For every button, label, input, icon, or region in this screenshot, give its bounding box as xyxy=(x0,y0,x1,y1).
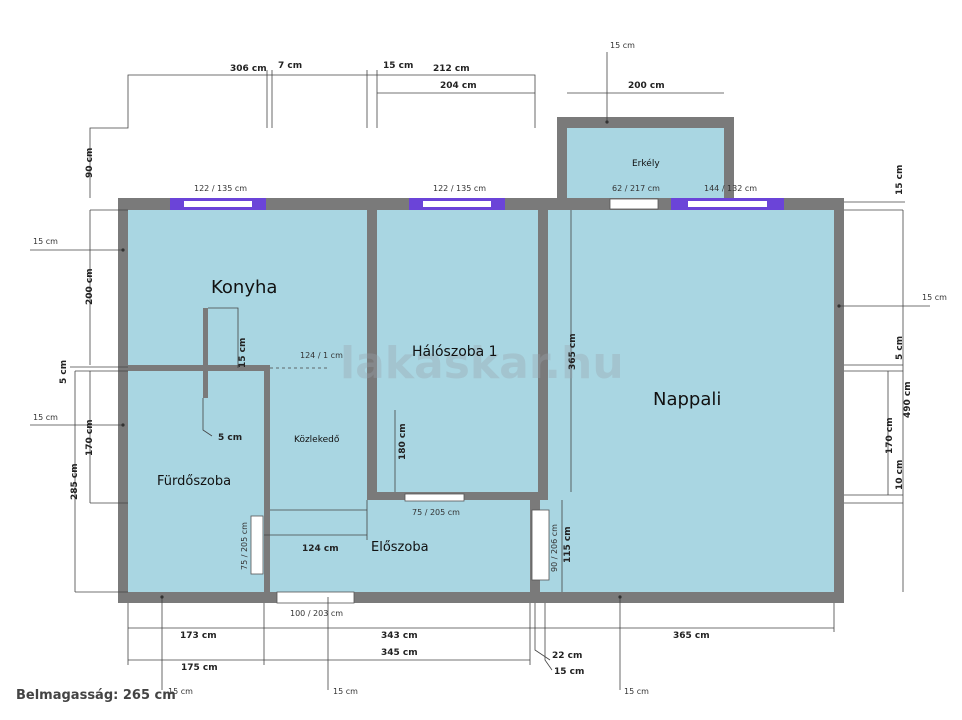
wall-erkely-right xyxy=(724,117,734,198)
dim-b-365: 365 cm xyxy=(673,631,710,641)
wall-halo-left xyxy=(367,210,377,500)
window-halo-label: 122 / 135 cm xyxy=(433,184,486,193)
fill-main xyxy=(128,210,834,592)
dim-r-490: 490 cm xyxy=(903,381,913,418)
opening-label: 124 / 1 cm xyxy=(300,351,343,360)
dim-b-345: 345 cm xyxy=(381,648,418,658)
dim-h-365: 365 cm xyxy=(568,333,578,370)
dot-right xyxy=(837,304,841,308)
dot-bottom-b xyxy=(618,595,622,599)
wall-erkely-top xyxy=(557,117,734,128)
dim-b-15a: 15 cm xyxy=(554,667,584,677)
door-furdo-label: 75 / 205 cm xyxy=(240,522,249,570)
wall-erkely-left xyxy=(557,117,567,198)
door-halo xyxy=(404,493,465,502)
room-konyha-label: Konyha xyxy=(211,277,277,298)
dim-k-5: 5 cm xyxy=(218,433,242,443)
wall-halo-right xyxy=(538,210,548,500)
doors xyxy=(250,198,659,604)
window-nappali-glass xyxy=(688,201,767,207)
dim-r-10: 10 cm xyxy=(895,460,905,490)
dim-b-15d: 15 cm xyxy=(624,687,649,696)
watermark: lakaskar.hu xyxy=(340,338,624,389)
dim-e-124: 124 cm xyxy=(302,544,339,554)
dot-left-b xyxy=(121,423,125,427)
dim-top-200: 200 cm xyxy=(628,81,665,91)
door-furdo xyxy=(250,515,264,575)
fill-erkely xyxy=(567,128,724,198)
top-outline xyxy=(89,74,536,198)
room-halo-label: Hálószoba 1 xyxy=(412,344,498,360)
dim-top-306: 306 cm xyxy=(230,64,267,74)
dim-r-15a: 15 cm xyxy=(895,165,905,195)
door-halo-label: 75 / 205 cm xyxy=(412,508,460,517)
wall-outer-left xyxy=(118,198,128,603)
room-eloszoba-label: Előszoba xyxy=(371,540,429,555)
wall-outer-right xyxy=(834,198,844,603)
dimension-lines xyxy=(30,52,930,690)
dim-k-15: 15 cm xyxy=(238,338,248,368)
window-halo-glass xyxy=(423,201,491,207)
dim-left-90: 90 cm xyxy=(85,148,95,178)
dim-b-15b: 15 cm xyxy=(168,687,193,696)
konyha-5-leader xyxy=(202,398,213,437)
door-entry xyxy=(276,591,355,604)
dim-left-5: 5 cm xyxy=(59,360,69,384)
dim-r-170: 170 cm xyxy=(885,417,895,454)
room-kozlekedo-label: Közlekedő xyxy=(294,435,340,445)
dim-left-170: 170 cm xyxy=(85,419,95,456)
dim-left-15a: 15 cm xyxy=(33,237,58,246)
dim-top-212: 212 cm xyxy=(433,64,470,74)
dim-left-285: 285 cm xyxy=(70,463,80,500)
marker-dots xyxy=(121,120,841,599)
wall-furdo-top xyxy=(128,365,270,371)
dim-top-204: 204 cm xyxy=(440,81,477,91)
room-fills xyxy=(128,128,834,592)
window-konyha-glass xyxy=(184,201,252,207)
door-erkely-label: 62 / 217 cm xyxy=(612,184,660,193)
room-erkely-label: Erkély xyxy=(632,158,660,169)
door-entry-label: 100 / 203 cm xyxy=(290,609,343,618)
bottom-22-leader xyxy=(534,603,551,661)
dim-left-15b: 15 cm xyxy=(33,413,58,422)
dot-left-a xyxy=(121,248,125,252)
windows xyxy=(170,198,784,210)
dot-erkely xyxy=(605,120,609,124)
dim-left-200: 200 cm xyxy=(85,268,95,305)
dim-r-5: 5 cm xyxy=(895,336,905,360)
door-nappali-label: 90 / 206 cm xyxy=(550,524,559,572)
dim-top-7: 7 cm xyxy=(278,61,302,71)
wall-outer-bottom xyxy=(118,592,844,603)
dim-e-115: 115 cm xyxy=(563,526,573,563)
door-nappali xyxy=(531,509,550,581)
wall-furdo-right xyxy=(264,365,270,592)
dim-b-173: 173 cm xyxy=(180,631,217,641)
dim-r-15b: 15 cm xyxy=(922,293,947,302)
dim-b-343: 343 cm xyxy=(381,631,418,641)
window-nappali-label: 144 / 132 cm xyxy=(704,184,757,193)
ceiling-height-label: Belmagasság: 265 cm xyxy=(16,688,176,703)
dim-top-15b: 15 cm xyxy=(610,41,635,50)
window-konyha-label: 122 / 135 cm xyxy=(194,184,247,193)
konyha-stub-dims xyxy=(208,307,239,368)
dim-b-22: 22 cm xyxy=(552,651,582,661)
dim-top-15a: 15 cm xyxy=(383,61,413,71)
dot-bottom-a xyxy=(160,595,164,599)
door-erkely xyxy=(609,198,659,210)
room-nappali-label: Nappali xyxy=(653,389,721,410)
dim-b-175: 175 cm xyxy=(181,663,218,673)
room-furdo-label: Fürdőszoba xyxy=(157,474,231,489)
wall-konyha-stub xyxy=(203,308,208,398)
dim-h-180: 180 cm xyxy=(398,423,408,460)
bottom-15d-leader xyxy=(544,603,553,671)
dim-b-15c: 15 cm xyxy=(333,687,358,696)
